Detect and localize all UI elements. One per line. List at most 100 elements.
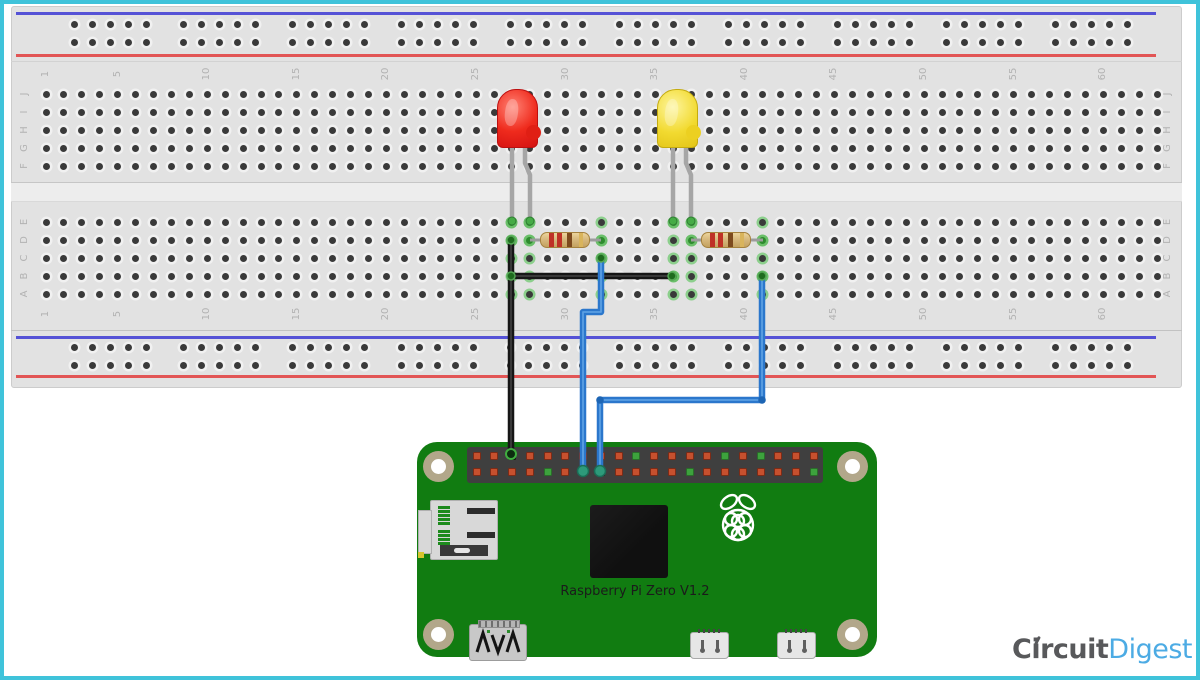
breadboard-hole bbox=[526, 272, 534, 280]
breadboard-hole bbox=[365, 236, 373, 244]
breadboard-hole bbox=[598, 290, 606, 298]
breadboard-hole bbox=[544, 126, 552, 134]
breadboard-hole bbox=[1010, 290, 1018, 298]
breadboard-hole bbox=[257, 162, 265, 170]
breadboard-hole bbox=[185, 236, 193, 244]
breadboard-hole bbox=[1135, 254, 1143, 262]
breadboard-ravine bbox=[11, 182, 1182, 202]
breadboard-hole bbox=[1028, 254, 1036, 262]
breadboard-hole bbox=[615, 108, 623, 116]
breadboard-hole bbox=[88, 343, 96, 351]
breadboard-hole bbox=[150, 236, 158, 244]
breadboard-hole bbox=[830, 144, 838, 152]
breadboard-hole bbox=[221, 108, 229, 116]
breadboard-hole bbox=[723, 272, 731, 280]
brand-circuit: Circuit bbox=[1012, 634, 1109, 665]
breadboard-hole bbox=[560, 38, 568, 46]
breadboard-hole bbox=[60, 236, 68, 244]
gpio-pin bbox=[721, 452, 729, 460]
breadboard-hole bbox=[221, 162, 229, 170]
breadboard-hole bbox=[490, 290, 498, 298]
breadboard-hole bbox=[778, 343, 786, 351]
breadboard-hole bbox=[741, 126, 749, 134]
breadboard-hole bbox=[114, 290, 122, 298]
breadboard-hole bbox=[215, 343, 223, 351]
gpio-pin bbox=[685, 452, 694, 460]
breadboard-hole bbox=[633, 38, 641, 46]
breadboard-hole bbox=[974, 236, 982, 244]
breadboard-hole bbox=[633, 236, 641, 244]
breadboard-hole bbox=[96, 218, 104, 226]
breadboard-hole bbox=[778, 20, 786, 28]
breadboard-hole bbox=[342, 38, 350, 46]
breadboard-hole bbox=[397, 20, 405, 28]
breadboard-hole bbox=[633, 126, 641, 134]
breadboard-hole bbox=[542, 343, 550, 351]
breadboard-hole bbox=[382, 162, 390, 170]
gpio-pin bbox=[756, 452, 765, 460]
breadboard-hole bbox=[687, 361, 695, 369]
mounting-hole bbox=[836, 618, 868, 650]
breadboard-hole bbox=[418, 126, 426, 134]
breadboard-hole bbox=[418, 218, 426, 226]
breadboard-hole bbox=[633, 254, 641, 262]
breadboard-hole bbox=[1051, 361, 1059, 369]
breadboard-hole bbox=[687, 38, 695, 46]
resistor-band bbox=[557, 233, 562, 247]
breadboard-hole bbox=[956, 126, 964, 134]
breadboard-hole bbox=[347, 290, 355, 298]
breadboard-hole bbox=[813, 236, 821, 244]
breadboard-hole bbox=[830, 218, 838, 226]
gpio-pin bbox=[579, 468, 587, 476]
resistor-band bbox=[728, 233, 733, 247]
breadboard-hole bbox=[506, 20, 514, 28]
breadboard-hole bbox=[1117, 126, 1125, 134]
breadboard-hole bbox=[633, 343, 641, 351]
breadboard-hole bbox=[106, 20, 114, 28]
breadboard-hole bbox=[526, 162, 534, 170]
breadboard-hole bbox=[275, 236, 283, 244]
column-label: 35 bbox=[649, 67, 661, 81]
breadboard-hole bbox=[813, 126, 821, 134]
breadboard-hole bbox=[651, 343, 659, 351]
breadboard-hole bbox=[633, 144, 641, 152]
breadboard-hole bbox=[42, 218, 50, 226]
breadboard-hole bbox=[687, 254, 695, 262]
breadboard-hole bbox=[490, 144, 498, 152]
breadboard-hole bbox=[239, 90, 247, 98]
breadboard-hole bbox=[956, 218, 964, 226]
breadboard-hole bbox=[124, 361, 132, 369]
breadboard-hole bbox=[78, 254, 86, 262]
breadboard-hole bbox=[42, 90, 50, 98]
breadboard-hole bbox=[996, 20, 1004, 28]
resistor-band bbox=[549, 233, 554, 247]
mini-hdmi-port bbox=[469, 620, 527, 661]
breadboard-hole bbox=[777, 90, 785, 98]
breadboard-hole bbox=[615, 236, 623, 244]
breadboard-hole bbox=[233, 343, 241, 351]
breadboard-hole bbox=[1123, 38, 1131, 46]
breadboard-hole bbox=[132, 272, 140, 280]
breadboard-hole bbox=[1069, 361, 1077, 369]
breadboard-hole bbox=[902, 290, 910, 298]
breadboard-hole bbox=[360, 38, 368, 46]
breadboard-hole bbox=[275, 144, 283, 152]
breadboard-hole bbox=[777, 126, 785, 134]
breadboard-hole bbox=[1153, 290, 1161, 298]
breadboard-hole bbox=[490, 90, 498, 98]
breadboard-hole bbox=[778, 361, 786, 369]
gpio-pin bbox=[792, 452, 800, 460]
breadboard-hole bbox=[956, 236, 964, 244]
breadboard-hole bbox=[60, 254, 68, 262]
breadboard-hole bbox=[106, 343, 114, 351]
breadboard-hole bbox=[70, 38, 78, 46]
gpio-pin bbox=[703, 452, 712, 460]
breadboard-hole bbox=[508, 290, 516, 298]
breadboard-hole bbox=[580, 218, 588, 226]
breadboard-hole bbox=[1069, 343, 1077, 351]
led-flange bbox=[526, 125, 541, 140]
column-label: 20 bbox=[380, 307, 392, 321]
breadboard-hole bbox=[1099, 236, 1107, 244]
breadboard-hole bbox=[233, 361, 241, 369]
breadboard-hole bbox=[759, 90, 767, 98]
